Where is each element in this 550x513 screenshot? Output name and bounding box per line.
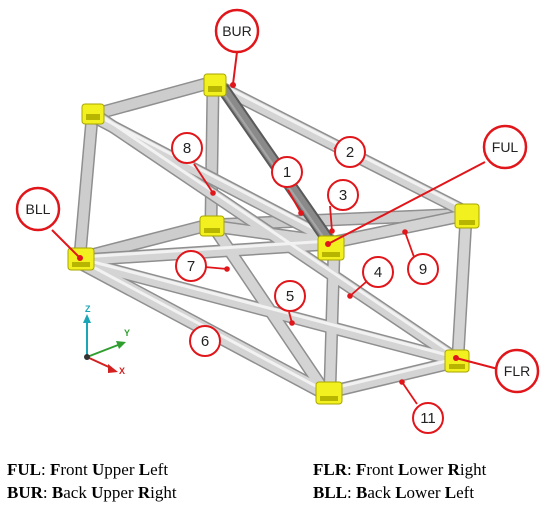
callout-ful-label: FUL (492, 139, 519, 155)
callout-member-2 (334, 136, 366, 168)
member-label-9: 9 (419, 261, 427, 278)
member-label-11: 11 (420, 410, 436, 427)
member-label-5: 5 (286, 288, 294, 305)
truss-members (71, 75, 475, 401)
truss-diagram: BUR FUL BLL FLR (15, 8, 540, 434)
callout-bur (214, 8, 260, 54)
axis-x-arrow (86, 356, 112, 369)
axis-z-label: Z (85, 304, 91, 314)
node-callouts: BUR FUL BLL FLR (15, 8, 540, 394)
callout-member-3 (327, 179, 359, 211)
joint-top-back-right (203, 73, 227, 97)
member-label-1: 1 (283, 164, 291, 181)
callout-bur-label: BUR (222, 23, 252, 39)
legend-bur: BUR: Back Upper Right (7, 483, 177, 502)
callout-flr (494, 348, 540, 394)
callout-member-9 (407, 253, 439, 285)
callout-member-11 (412, 402, 444, 434)
axis-x-label: X (119, 366, 125, 376)
callout-member-1 (271, 156, 303, 188)
callout-member-8 (171, 132, 203, 164)
axis-triad: Z Y X (83, 304, 130, 376)
axis-y-label: Y (124, 328, 130, 338)
callout-ful (482, 124, 528, 170)
callout-member-4 (362, 256, 394, 288)
legend-ful: FUL: Front Upper Left (7, 460, 169, 479)
callout-flr-label: FLR (504, 363, 530, 379)
callout-member-7 (175, 250, 207, 282)
member-label-7: 7 (187, 258, 195, 275)
legend-bll: BLL: Back Lower Left (313, 483, 475, 502)
member-label-2: 2 (346, 144, 354, 161)
member-label-3: 3 (339, 187, 347, 204)
member-label-6: 6 (201, 333, 209, 350)
callout-member-6 (189, 325, 221, 357)
member-callouts (171, 132, 444, 434)
callout-bll (15, 186, 61, 232)
callout-member-5 (274, 280, 306, 312)
member-callout-labels: 1 2 3 4 5 6 7 8 9 11 (183, 140, 436, 427)
axis-y-arrow (86, 344, 119, 358)
member-label-8: 8 (183, 140, 191, 157)
legend-flr: FLR: Front Lower Right (313, 460, 487, 479)
callout-bll-label: BLL (26, 201, 51, 217)
member-label-4: 4 (374, 264, 382, 281)
